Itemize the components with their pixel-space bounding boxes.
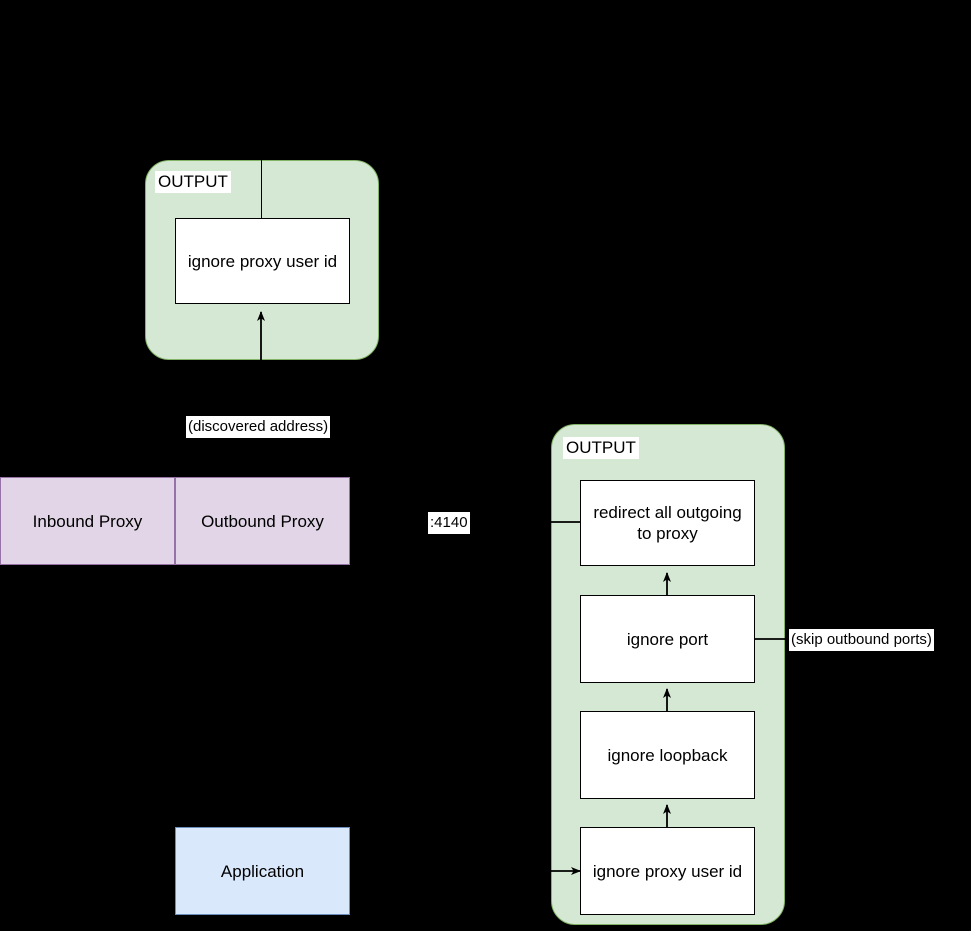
group-label-output-top: OUTPUT <box>155 171 231 193</box>
node-ignore-port[interactable]: ignore port <box>580 595 755 683</box>
node-ignore-loopback[interactable]: ignore loopback <box>580 711 755 799</box>
edge-label-proxy-port: :4140 <box>428 512 470 534</box>
edge-label-skip-outbound-ports: (skip outbound ports) <box>789 629 934 651</box>
node-outbound-proxy[interactable]: Outbound Proxy <box>175 477 350 565</box>
edge-label-discovered-address: (discovered address) <box>186 416 331 438</box>
node-ignore-proxy-user-id-right[interactable]: ignore proxy user id <box>580 827 755 915</box>
node-application[interactable]: Application <box>175 827 350 915</box>
node-inbound-proxy[interactable]: Inbound Proxy <box>0 477 175 565</box>
node-redirect-all-outgoing-to-proxy[interactable]: redirect all outgoing to proxy <box>580 480 755 566</box>
edge-top-group-inlet <box>261 160 262 218</box>
group-label-output-right: OUTPUT <box>563 437 639 459</box>
node-ignore-proxy-user-id-top[interactable]: ignore proxy user id <box>175 218 350 304</box>
